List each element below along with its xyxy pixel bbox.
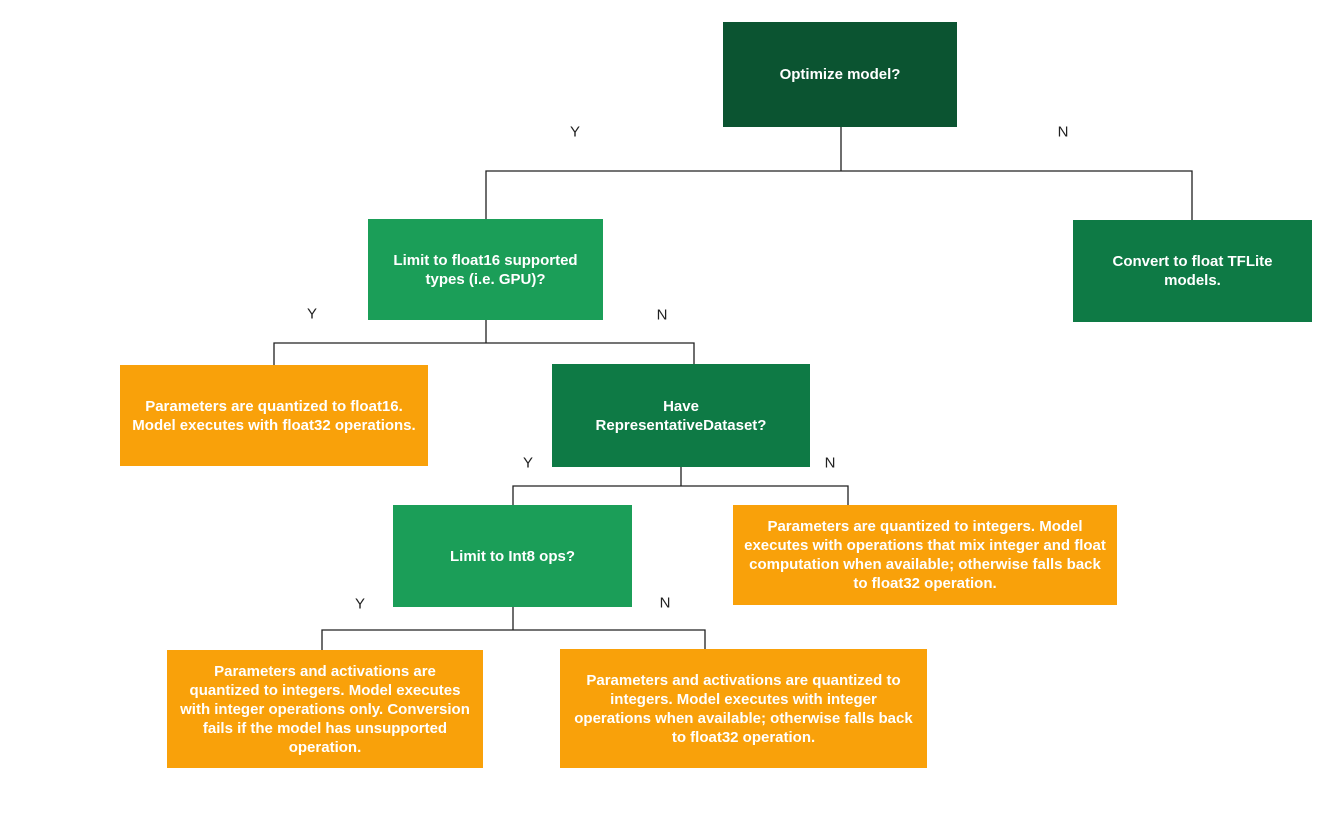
node-limit-float16-label: Limit to float16 supported types (i.e. G… (393, 251, 578, 288)
connector-int8-branch (321, 629, 706, 650)
node-param-int-fallback-label: Parameters and activations are quantized… (574, 671, 913, 746)
node-limit-int8-ops: Limit to Int8 ops? (393, 505, 632, 607)
node-convert-float-tflite: Convert to float TFLite models. (1073, 220, 1312, 322)
edge-label-repdataset-no: N (824, 454, 836, 472)
node-limit-float16: Limit to float16 supported types (i.e. G… (368, 219, 603, 320)
node-param-int-mixed-ops: Parameters are quantized to integers. Mo… (733, 505, 1117, 605)
node-param-quantized-float16: Parameters are quantized to float16. Mod… (120, 365, 428, 466)
node-have-representative-dataset-label: Have RepresentativeDataset? (595, 397, 767, 434)
node-optimize-model: Optimize model? (723, 22, 957, 127)
node-limit-int8-ops-label: Limit to Int8 ops? (450, 547, 575, 565)
node-param-int-only: Parameters and activations are quantized… (167, 650, 483, 768)
edge-label-optimize-no: N (1057, 123, 1069, 141)
node-param-quantized-float16-label: Parameters are quantized to float16. Mod… (132, 397, 416, 434)
edge-label-int8-yes: Y (354, 595, 366, 613)
node-param-int-fallback: Parameters and activations are quantized… (560, 649, 927, 768)
connector-float16-branch (273, 342, 695, 365)
node-optimize-model-label: Optimize model? (779, 66, 901, 83)
edge-label-float16-no: N (656, 306, 668, 324)
connector-optimize-branch (485, 170, 1193, 220)
edge-label-optimize-yes: Y (569, 123, 581, 141)
connector-repdataset-branch (512, 485, 849, 505)
edge-label-repdataset-yes: Y (522, 454, 534, 472)
node-param-int-only-label: Parameters and activations are quantized… (180, 662, 470, 756)
node-convert-float-tflite-label: Convert to float TFLite models. (1112, 253, 1273, 289)
edge-label-float16-yes: Y (306, 305, 318, 323)
node-have-representative-dataset: Have RepresentativeDataset? (552, 364, 810, 467)
node-param-int-mixed-ops-label: Parameters are quantized to integers. Mo… (744, 518, 1106, 592)
edge-label-int8-no: N (659, 594, 671, 612)
